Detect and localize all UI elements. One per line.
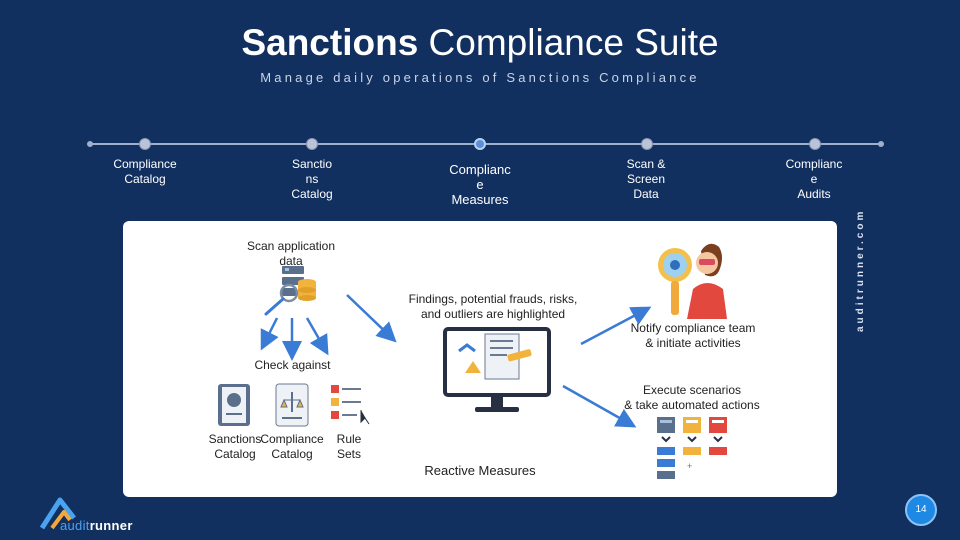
- timeline-node-compliance-measures[interactable]: [474, 138, 486, 150]
- step-label-compliance-measures[interactable]: Complianc e Measures: [430, 162, 530, 207]
- database-search-icon: [264, 266, 316, 316]
- execute-text: Execute scenarios & take automated actio…: [624, 383, 760, 412]
- page-subtitle: Manage daily operations of Sanctions Com…: [260, 70, 700, 85]
- catalog-label-rule-sets: Rule Sets: [336, 432, 362, 461]
- content-panel: Scan application data Findings, potentia…: [123, 221, 837, 497]
- step-label-text: Complianc e Measures: [449, 162, 511, 207]
- logo-runner: runner: [89, 518, 133, 533]
- step-label-scan-screen-data[interactable]: Scan & Screen Data: [606, 157, 686, 202]
- compliance-catalog-book-icon: [275, 383, 309, 427]
- logo-wordmark: auditrunner: [60, 518, 133, 533]
- page-number-badge: 14: [905, 494, 937, 526]
- side-website-text: auditrunner.com: [855, 208, 866, 332]
- title-bold: Sanctions: [241, 22, 419, 63]
- flow-arrows: [260, 294, 652, 428]
- rule-sets-checklist-icon: [331, 385, 370, 425]
- catalog-label-compliance: Compliance Catalog: [260, 432, 324, 461]
- timeline-end-dot: [878, 141, 884, 147]
- step-label-text: Compliance Catalog: [113, 157, 177, 186]
- step-label-compliance-catalog[interactable]: Compliance Catalog: [95, 157, 195, 187]
- findings-text: Findings, potential frauds, risks, and o…: [408, 292, 578, 321]
- reactive-measures-title: Reactive Measures: [424, 463, 536, 478]
- logo-audit: audit: [60, 518, 90, 533]
- timeline-node-scan-screen-data[interactable]: [641, 138, 653, 150]
- check-against-text: Check against: [254, 358, 331, 372]
- step-label-text: Complianc e Audits: [785, 157, 843, 201]
- step-label-text: Scan & Screen Data: [626, 157, 666, 201]
- workflow-blocks-icon: +: [657, 417, 727, 479]
- analyst-magnifier-icon: [658, 243, 727, 319]
- svg-text:+: +: [687, 461, 692, 471]
- monitor-dashboard-icon: [443, 327, 551, 412]
- notify-text: Notify compliance team & initiate activi…: [630, 321, 756, 350]
- scan-application-text: Scan application data: [246, 239, 336, 268]
- step-label-sanctions-catalog[interactable]: Sanctio ns Catalog: [272, 157, 352, 202]
- step-label-compliance-audits[interactable]: Complianc e Audits: [770, 157, 858, 202]
- step-label-text: Sanctio ns Catalog: [291, 157, 333, 201]
- sanctions-catalog-book-icon: [218, 384, 250, 426]
- timeline-line: [90, 143, 882, 145]
- timeline-node-sanctions-catalog[interactable]: [306, 138, 318, 150]
- auditrunner-logo-icon: [39, 497, 76, 530]
- timeline-node-compliance-catalog[interactable]: [139, 138, 151, 150]
- page-title: Sanctions Compliance Suite: [0, 22, 960, 64]
- timeline-node-compliance-audits[interactable]: [809, 138, 821, 150]
- catalog-label-sanctions: Sanctions Catalog: [208, 432, 262, 461]
- title-rest: Compliance Suite: [418, 22, 719, 63]
